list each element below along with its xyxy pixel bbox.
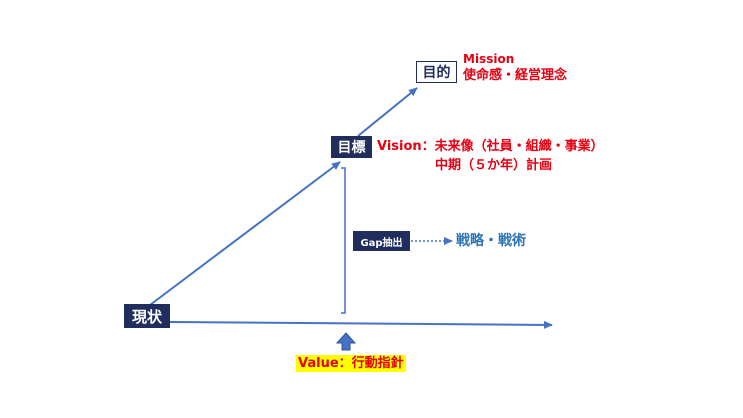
goal-label: 目標	[337, 140, 366, 156]
purpose-node: 目的	[416, 61, 457, 83]
gap-extraction-node: Gap抽出	[353, 231, 410, 251]
diagonal-arrow-goal-to-purpose	[357, 87, 418, 137]
diagonal-arrow-current-to-goal	[149, 161, 341, 306]
purpose-label: 目的	[422, 65, 451, 81]
strategy-text: 戦略・戦術	[456, 233, 526, 249]
vision-line-1: Vision：未来像（社員・組織・事業）	[377, 139, 604, 154]
gap-extraction-label: Gap抽出	[360, 237, 403, 249]
baseline-arrow	[169, 320, 553, 329]
value-text: Value：行動指針	[296, 355, 406, 372]
current-state-node: 現状	[124, 304, 170, 328]
goal-node: 目標	[331, 136, 372, 158]
mission-title: Mission	[463, 52, 515, 66]
vision-line-2: 中期（５か年）計画	[435, 158, 553, 173]
mission-description: 使命感・経営理念	[463, 68, 568, 83]
value-up-arrow	[335, 332, 357, 351]
gap-bracket	[341, 167, 346, 314]
current-state-label: 現状	[131, 307, 162, 326]
